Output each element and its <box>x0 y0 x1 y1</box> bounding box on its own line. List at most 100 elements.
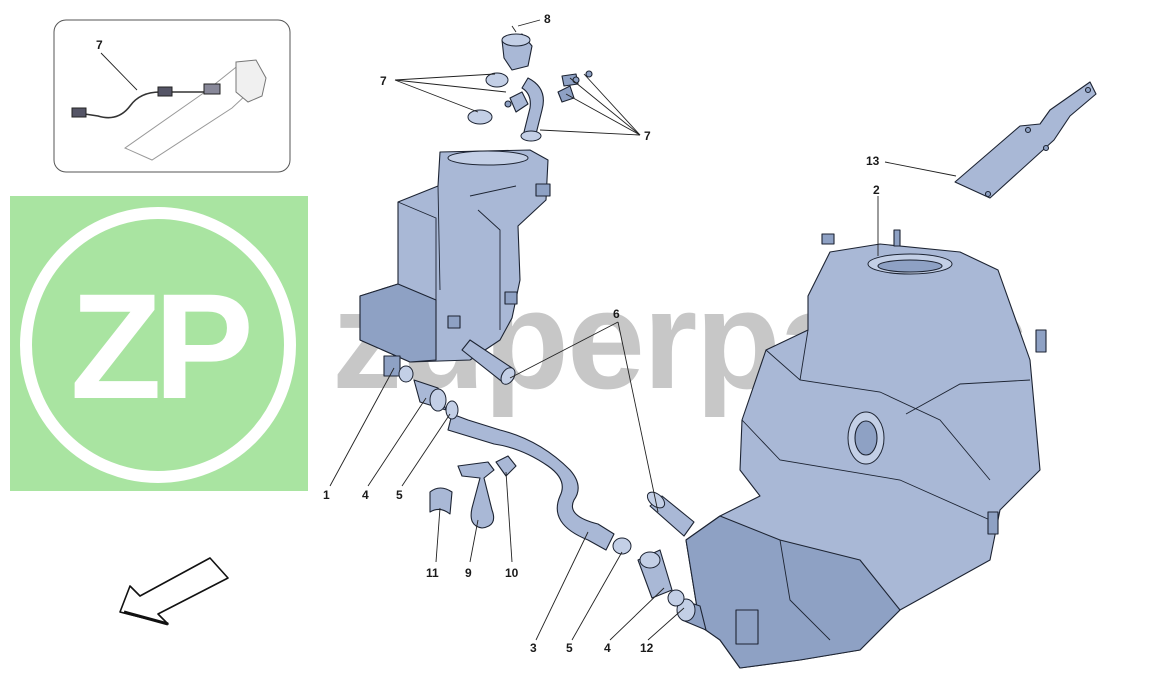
callout-10: 10 <box>505 566 519 580</box>
leader-7c <box>394 79 479 113</box>
main-fuel-tank <box>646 229 1047 669</box>
main-tank-crease <box>741 329 1031 641</box>
callout-7-left: 7 <box>380 74 387 88</box>
bracket-hole-4 <box>984 190 992 198</box>
left-tank-clip-3 <box>447 315 461 329</box>
inset-detail: 7 <box>53 19 291 173</box>
hose-sleeve-upper-end <box>429 388 447 412</box>
bracket-9 <box>457 461 495 529</box>
leader-lines <box>329 19 957 641</box>
leader-1 <box>329 367 395 487</box>
left-fuel-tank <box>359 149 551 385</box>
leader-7a <box>394 73 496 81</box>
clip-10 <box>495 455 517 477</box>
leader-7e <box>569 77 641 136</box>
callout-6: 6 <box>613 307 620 321</box>
left-tank-outlet-end <box>398 365 414 383</box>
leader-12 <box>647 607 685 641</box>
nut <box>504 100 512 108</box>
leader-8 <box>517 19 541 27</box>
leader-13 <box>884 161 957 177</box>
leader-7d <box>583 73 641 136</box>
leader-4b <box>609 587 665 641</box>
leader-7g <box>539 129 641 136</box>
hose-clamp-upper <box>445 400 459 420</box>
filler-hose-clamp-bottom <box>520 130 542 142</box>
inset-sensor <box>203 83 221 95</box>
leader-4a <box>367 397 427 487</box>
bracket-hole <box>1024 126 1032 134</box>
left-tank-top-flange <box>447 150 529 166</box>
leader-3 <box>535 531 589 641</box>
bracket-small <box>509 91 529 113</box>
callout-4-lower: 4 <box>604 641 611 655</box>
callout-4-upper: 4 <box>362 488 369 502</box>
hose-clamp-lower <box>612 537 632 555</box>
main-tank-vent <box>893 229 901 247</box>
bracket-hole-3 <box>1042 144 1050 152</box>
fuel-line-assembly <box>413 379 685 607</box>
left-tank-pipe-end <box>500 367 516 385</box>
main-tank-pipe-end <box>646 491 666 509</box>
band-11 <box>429 487 453 515</box>
leader-5b <box>571 551 623 641</box>
main-tank-pump-ring <box>877 259 943 273</box>
inset-connector-left <box>71 107 87 118</box>
main-tank-outlet-end <box>676 598 696 622</box>
left-tank-clip-2 <box>504 291 518 305</box>
callout-7-inset: 7 <box>96 38 103 52</box>
callout-8: 8 <box>544 12 551 26</box>
callout-labels: 8 7 7 13 2 6 1 4 5 11 9 10 3 5 4 12 <box>323 12 880 655</box>
nut-2 <box>572 76 580 84</box>
gasket-ring <box>485 72 509 88</box>
fuel-hose <box>447 413 615 551</box>
left-tank-crease <box>397 185 517 330</box>
filler-cap-top <box>501 33 531 47</box>
arrow-front-left-icon <box>119 557 229 626</box>
callout-2: 2 <box>873 183 880 197</box>
filler-neck-assembly <box>467 25 593 142</box>
left-tank-outlet <box>383 355 401 377</box>
left-tank-side <box>359 283 437 363</box>
leader-6b <box>617 321 659 513</box>
callout-7-right: 7 <box>644 129 651 143</box>
leader-11 <box>435 507 441 563</box>
watermark-logo-panel <box>10 196 308 491</box>
watermark-logo-text: ZP <box>70 262 249 430</box>
main-tank-stub <box>821 233 835 245</box>
hose-bracket-parts <box>429 455 517 529</box>
main-tank-side-port-inner <box>854 420 878 456</box>
callout-11: 11 <box>426 566 439 580</box>
screw <box>585 70 593 78</box>
inset-wire-harness <box>77 91 220 119</box>
left-tank-clip <box>535 183 551 197</box>
leader-10 <box>505 471 513 563</box>
leader-7f <box>565 93 641 136</box>
callout-5-lower: 5 <box>566 641 573 655</box>
leader-9 <box>469 519 479 563</box>
bracket-hole-2 <box>1084 86 1092 94</box>
callout-3: 3 <box>530 641 537 655</box>
main-tank-foot <box>735 609 759 645</box>
callout-12: 12 <box>640 641 654 655</box>
callout-13: 13 <box>866 154 880 168</box>
leader-6a <box>509 321 619 379</box>
bracket-plate <box>954 81 1097 199</box>
inset-connector-mid <box>157 86 173 97</box>
callout-1: 1 <box>323 488 330 502</box>
leader-7b <box>394 79 507 93</box>
inset-filler-cap <box>235 59 267 103</box>
bolt-8 <box>511 25 517 33</box>
main-tank-side-clip-2 <box>987 511 999 535</box>
leader-7-inset <box>100 52 138 91</box>
main-tank-side-clip <box>1035 329 1047 353</box>
leader-5a <box>401 413 451 487</box>
clamp-ring <box>467 109 493 125</box>
callout-9: 9 <box>465 566 472 580</box>
callout-5-upper: 5 <box>396 488 403 502</box>
watermark-logo-ring <box>20 207 296 483</box>
hose-clamp-lower-2 <box>667 589 685 607</box>
hose-sleeve-lower-end <box>639 551 661 569</box>
bracket-13 <box>954 81 1097 199</box>
